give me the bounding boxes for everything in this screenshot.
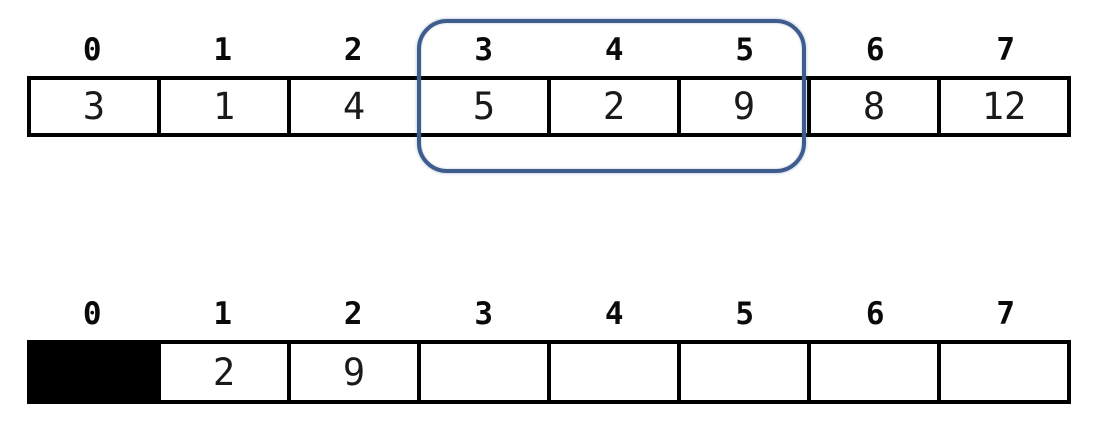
result-array-cells: 2 9 bbox=[27, 340, 1071, 404]
array-cell bbox=[677, 344, 807, 400]
array-cell: 2 bbox=[157, 344, 287, 400]
index-label: 6 bbox=[865, 296, 885, 332]
index-label: 4 bbox=[604, 296, 624, 332]
index-label: 7 bbox=[996, 32, 1016, 68]
array-cell-filled bbox=[31, 344, 157, 400]
index-label: 3 bbox=[474, 32, 494, 68]
array-cell: 3 bbox=[82, 85, 106, 128]
index-label: 0 bbox=[82, 32, 102, 68]
index-label: 1 bbox=[213, 296, 233, 332]
index-label: 5 bbox=[735, 32, 755, 68]
source-array-cells: 3 1 4 5 2 9 8 12 bbox=[27, 76, 1071, 137]
array-cell: 5 bbox=[417, 80, 547, 133]
index-label: 1 bbox=[213, 32, 233, 68]
index-label: 2 bbox=[343, 32, 363, 68]
array-cell bbox=[807, 344, 937, 400]
index-label: 7 bbox=[996, 296, 1016, 332]
array-cell bbox=[547, 344, 677, 400]
index-label: 0 bbox=[82, 296, 102, 332]
array-cell: 4 bbox=[287, 80, 417, 133]
array-cell: 2 bbox=[547, 80, 677, 133]
index-label: 5 bbox=[735, 296, 755, 332]
array-cell bbox=[937, 344, 1067, 400]
array-cell: 9 bbox=[677, 80, 807, 133]
index-label: 4 bbox=[604, 32, 624, 68]
index-label: 6 bbox=[865, 32, 885, 68]
array-cell: 1 bbox=[157, 80, 287, 133]
source-array: 0 1 2 3 4 5 6 7 3 1 4 5 2 9 8 12 bbox=[27, 20, 1071, 137]
source-index-labels: 0 1 2 3 4 5 6 7 bbox=[27, 20, 1071, 76]
result-array: 0 1 2 3 4 5 6 7 2 9 bbox=[27, 284, 1071, 404]
array-cell: 9 bbox=[287, 344, 417, 400]
index-label: 3 bbox=[474, 296, 494, 332]
array-cell bbox=[417, 344, 547, 400]
array-cell: 8 bbox=[807, 80, 937, 133]
array-cell: 12 bbox=[937, 80, 1067, 133]
index-label: 2 bbox=[343, 296, 363, 332]
result-index-labels: 0 1 2 3 4 5 6 7 bbox=[27, 284, 1071, 340]
